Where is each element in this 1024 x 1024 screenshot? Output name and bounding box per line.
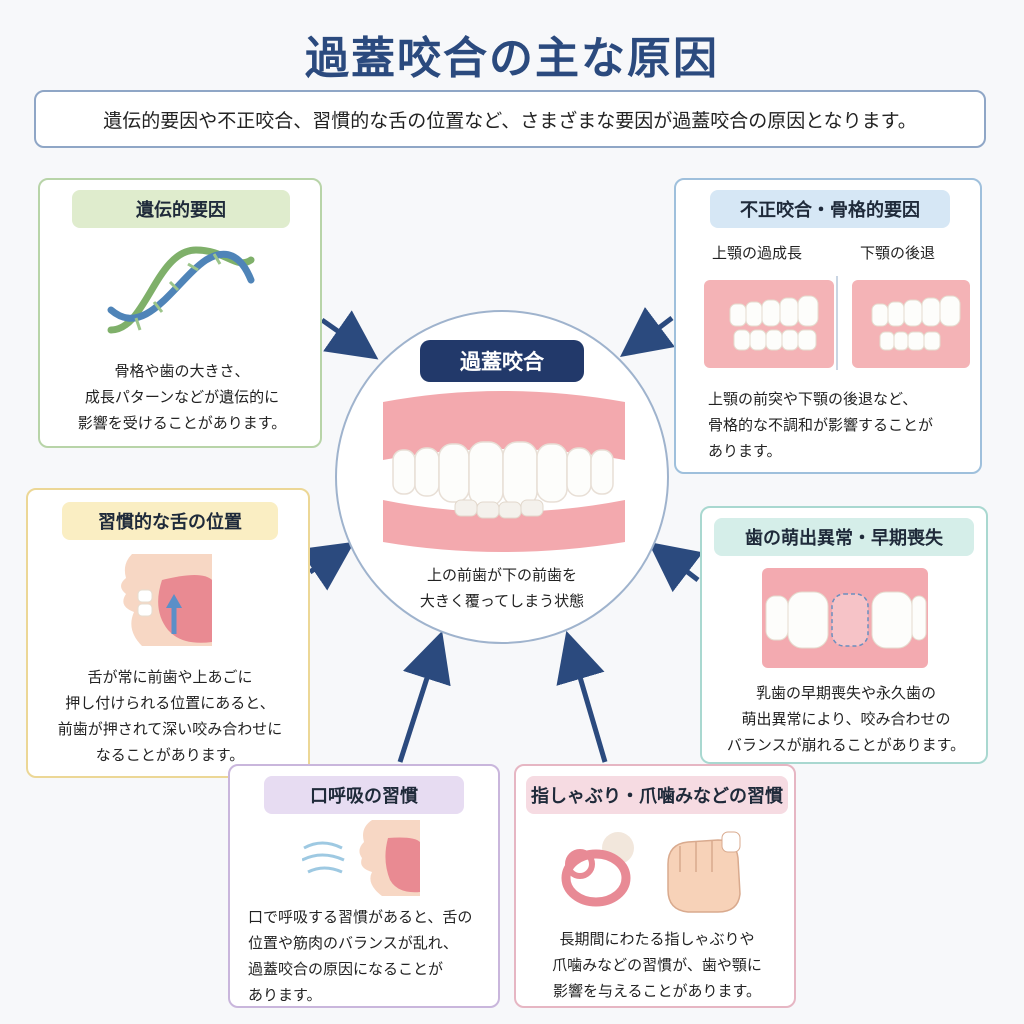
desc-line: なることがあります。 <box>95 746 245 764</box>
label-upper-jaw-overgrowth: 上顎の過成長 <box>712 244 803 262</box>
desc-line: 成長パターンなどが遺伝的に <box>84 388 280 406</box>
arrow-genetic <box>320 310 379 360</box>
arrow-tongue <box>299 541 355 591</box>
desc-line: 爪噛みなどの習慣が、歯や顎に <box>552 956 762 974</box>
missing-tooth-icon <box>762 568 928 668</box>
desc-line: 乳歯の早期喪失や永久歯の <box>755 684 936 702</box>
subtitle-box: 遺伝的要因や不正咬合、習慣的な舌の位置など、さまざまな要因が過蓋咬合の原因となり… <box>34 90 986 148</box>
desc-line: 長期間にわたる指しゃぶりや <box>559 930 755 948</box>
tongue-profile-icon <box>121 554 212 646</box>
card-habits-desc: 長期間にわたる指しゃぶりや 爪噛みなどの習慣が、歯や顎に 影響を与えることがあり… <box>516 926 798 1004</box>
card-genetic-title: 遺伝的要因 <box>72 190 290 228</box>
card-eruption: 歯の萌出異常・早期喪失 乳歯の早期喪失や永久歯の 萌出異常により、咬み合わせの … <box>700 506 988 764</box>
desc-line: 骨格や歯の大きさ、 <box>114 362 250 380</box>
divider <box>836 276 838 370</box>
upper-jaw-teeth-icon <box>704 280 834 368</box>
desc-line: 前歯が押されて深い咬み合わせに <box>57 720 283 738</box>
dna-helix-icon <box>107 246 255 334</box>
center-label: 過蓋咬合 <box>420 340 584 382</box>
desc-line: 骨格的な不調和が影響することが <box>708 416 934 434</box>
card-genetic-desc: 骨格や歯の大きさ、 成長パターンなどが遺伝的に 影響を受けることがあります。 <box>40 358 324 436</box>
card-skeletal: 不正咬合・骨格的要因 上顎の過成長 下顎の後退 上顎の前突や下顎の後退など、 骨… <box>674 178 982 474</box>
card-skeletal-title: 不正咬合・骨格的要因 <box>710 190 950 228</box>
desc-line: あります。 <box>248 986 322 1004</box>
page-title: 過蓋咬合の主な原因 <box>305 33 719 84</box>
desc-line: 影響を受けることがあります。 <box>77 414 287 432</box>
desc-line: 影響を与えることがあります。 <box>552 982 762 1000</box>
lower-jaw-teeth-icon <box>852 280 970 368</box>
desc-line: 過蓋咬合の原因になることが <box>248 960 444 978</box>
desc-line: 口で呼吸する習慣があると、舌の <box>248 908 473 926</box>
center-desc-line: 上の前歯が下の前歯を <box>426 566 577 584</box>
card-mouth-breathing-desc: 口で呼吸する習慣があると、舌の 位置や筋肉のバランスが乱れ、 過蓋咬合の原因にな… <box>248 904 488 1008</box>
card-eruption-title: 歯の萌出異常・早期喪失 <box>714 518 974 556</box>
fist-nail-biting-icon <box>667 831 741 913</box>
center-description: 上の前歯が下の前歯を 大きく覆ってしまう状態 <box>335 562 669 614</box>
card-habits-title: 指しゃぶり・爪噛みなどの習慣 <box>526 776 788 814</box>
card-skeletal-desc: 上顎の前突や下顎の後退など、 骨格的な不調和が影響することが あります。 <box>708 386 968 464</box>
arrow-eruption <box>648 541 704 593</box>
card-tongue-desc: 舌が常に前歯や上あごに 押し付けられる位置にあると、 前歯が押されて深い咬み合わ… <box>28 664 312 768</box>
desc-line: 萌出異常により、咬み合わせの <box>741 710 951 728</box>
center-desc-line: 大きく覆ってしまう状態 <box>419 592 585 610</box>
desc-line: 位置や筋肉のバランスが乱れ、 <box>248 934 458 952</box>
label-lower-jaw-retrusion: 下顎の後退 <box>860 244 936 262</box>
arrow-habits <box>556 630 608 763</box>
pacifier-icon <box>561 832 634 907</box>
desc-line: バランスが崩れることがあります。 <box>726 736 966 754</box>
desc-line: 上顎の前突や下顎の後退など、 <box>708 390 918 408</box>
card-genetic: 遺伝的要因 骨格や歯の大きさ、 成長パターンなどが遺伝的に 影響を受けることがあ… <box>38 178 322 448</box>
card-habits: 指しゃぶり・爪噛みなどの習慣 長期間にわたる指しゃぶりや 爪噛みなどの習慣が、歯… <box>514 764 796 1008</box>
card-tongue-position: 習慣的な舌の位置 舌が常に前歯や上あごに 押し付けられる位置にあると、 前歯が押… <box>26 488 310 778</box>
desc-line: あります。 <box>708 442 782 460</box>
card-mouth-breathing: 口呼吸の習慣 口で呼吸する習慣があると、舌の 位置や筋肉のバランスが乱れ、 過蓋… <box>228 764 500 1008</box>
card-eruption-desc: 乳歯の早期喪失や永久歯の 萌出異常により、咬み合わせの バランスが崩れることがあ… <box>702 680 990 758</box>
mouth-breathing-icon <box>302 820 420 896</box>
card-tongue-title: 習慣的な舌の位置 <box>62 502 278 540</box>
card-mouth-breathing-title: 口呼吸の習慣 <box>264 776 464 814</box>
desc-line: 押し付けられる位置にあると、 <box>65 694 275 712</box>
desc-line: 舌が常に前歯や上あごに <box>87 668 253 686</box>
arrow-skeletal <box>620 307 675 357</box>
teeth-front-icon <box>383 391 625 552</box>
arrow-mouth-breathing <box>397 630 451 763</box>
